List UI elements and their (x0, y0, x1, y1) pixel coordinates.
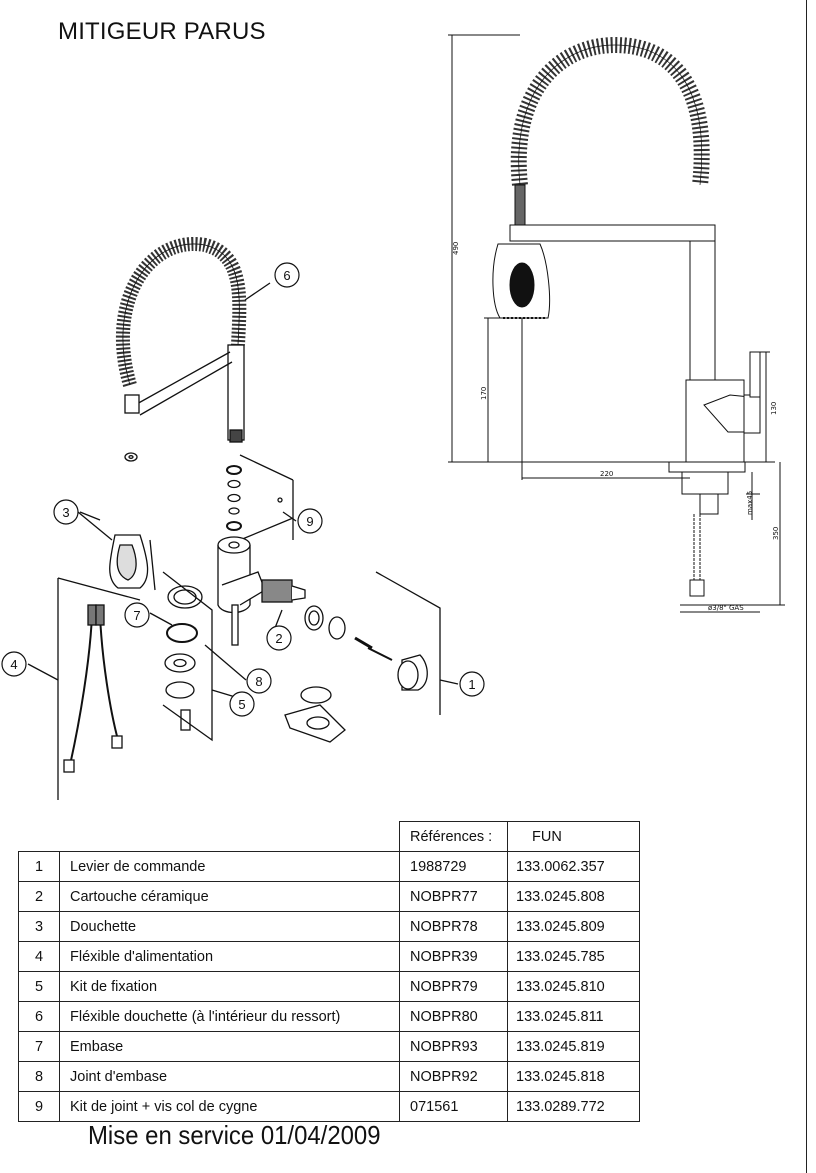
row-description: Levier de commande (59, 851, 400, 882)
row-reference: NOBPR92 (399, 1061, 508, 1092)
row-description: Kit de joint + vis col de cygne (59, 1091, 400, 1122)
row-reference: NOBPR80 (399, 1001, 508, 1032)
callout-8: 8 (255, 674, 262, 689)
callout-2: 2 (275, 631, 282, 646)
row-description: Cartouche céramique (59, 881, 400, 912)
row-number: 6 (18, 1001, 60, 1032)
row-description: Joint d'embase (59, 1061, 400, 1092)
callout-7: 7 (133, 608, 140, 623)
row-fun: 133.0062.357 (507, 851, 640, 882)
table-row: 9 Kit de joint + vis col de cygne 071561… (18, 1091, 640, 1122)
row-description: Embase (59, 1031, 400, 1062)
callout-9: 9 (306, 514, 313, 529)
page-title: MITIGEUR PARUS (58, 18, 266, 45)
row-number: 2 (18, 881, 60, 912)
row-fun: 133.0245.811 (507, 1001, 640, 1032)
dim-130: 130 (770, 402, 778, 415)
callout-5: 5 (238, 697, 245, 712)
row-description: Fléxible douchette (à l'intérieur du res… (59, 1001, 400, 1032)
dim-350: 350 (772, 527, 780, 540)
dim-thread: ø3/8" GAS (708, 604, 744, 612)
row-fun: 133.0245.808 (507, 881, 640, 912)
row-fun: 133.0245.810 (507, 971, 640, 1002)
row-reference: 071561 (399, 1091, 508, 1122)
table-header-row: Références : FUN (19, 821, 640, 852)
row-number: 7 (18, 1031, 60, 1062)
table-row: 4 Fléxible d'alimentation NOBPR39 133.02… (18, 941, 640, 972)
table-row: 5 Kit de fixation NOBPR79 133.0245.810 (18, 971, 640, 1002)
header-fun: FUN (507, 821, 640, 852)
row-reference: NOBPR77 (399, 881, 508, 912)
parts-table: Références : FUN 1 Levier de commande 19… (18, 821, 640, 1122)
table-row: 2 Cartouche céramique NOBPR77 133.0245.8… (18, 881, 640, 912)
dimensioned-side-view (448, 34, 785, 613)
callout-3: 3 (62, 505, 69, 520)
page-border (806, 0, 807, 1173)
row-reference: NOBPR39 (399, 941, 508, 972)
row-reference: NOBPR78 (399, 911, 508, 942)
table-row: 3 Douchette NOBPR78 133.0245.809 (18, 911, 640, 942)
row-number: 3 (18, 911, 60, 942)
row-fun: 133.0245.818 (507, 1061, 640, 1092)
dim-220: 220 (600, 470, 613, 478)
table-row: 8 Joint d'embase NOBPR92 133.0245.818 (18, 1061, 640, 1092)
row-description: Douchette (59, 911, 400, 942)
dim-490: 490 (452, 242, 460, 255)
table-row: 7 Embase NOBPR93 133.0245.819 (18, 1031, 640, 1062)
row-number: 9 (18, 1091, 60, 1122)
callout-1: 1 (468, 677, 475, 692)
spring-coil (115, 237, 247, 387)
dim-170: 170 (480, 387, 488, 400)
row-reference: NOBPR79 (399, 971, 508, 1002)
row-number: 1 (18, 851, 60, 882)
row-reference: NOBPR93 (399, 1031, 508, 1062)
exploded-view-drawing: 1 2 3 4 5 6 7 8 9 (1, 34, 785, 800)
row-number: 8 (18, 1061, 60, 1092)
row-description: Kit de fixation (59, 971, 400, 1002)
dim-max45: max45 (746, 491, 754, 515)
row-description: Fléxible d'alimentation (59, 941, 400, 972)
header-references: Références : (399, 821, 508, 852)
table-row: 6 Fléxible douchette (à l'intérieur du r… (18, 1001, 640, 1032)
row-fun: 133.0245.819 (507, 1031, 640, 1062)
row-number: 4 (18, 941, 60, 972)
row-reference: 1988729 (399, 851, 508, 882)
row-fun: 133.0245.809 (507, 911, 640, 942)
row-number: 5 (18, 971, 60, 1002)
table-row: 1 Levier de commande 1988729 133.0062.35… (18, 851, 640, 882)
callout-6: 6 (283, 268, 290, 283)
service-date: Mise en service 01/04/2009 (88, 1120, 381, 1150)
callout-4: 4 (10, 657, 17, 672)
row-fun: 133.0289.772 (507, 1091, 640, 1122)
row-fun: 133.0245.785 (507, 941, 640, 972)
